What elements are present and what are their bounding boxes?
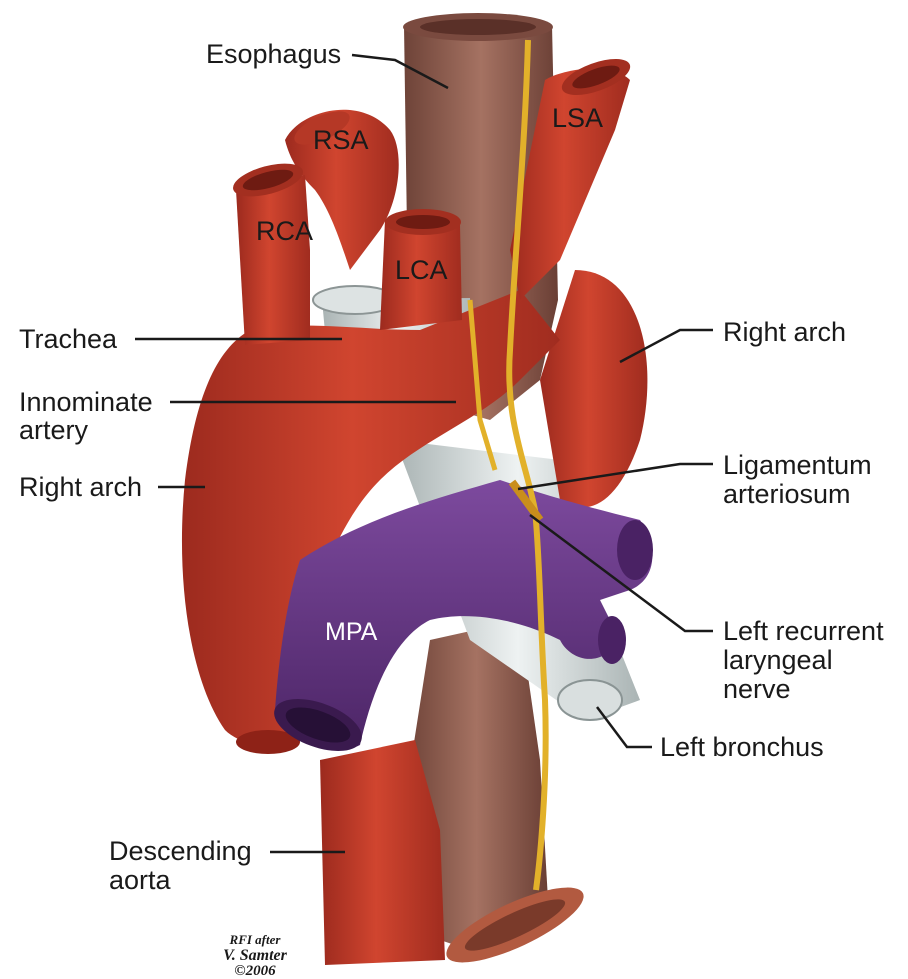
label-innominate-line1: Innominate — [19, 387, 153, 417]
label-descending-line1: Descending — [109, 836, 252, 866]
label-right-arch-right: Right arch — [723, 317, 846, 347]
label-innominate-line2: artery — [19, 415, 89, 445]
label-rca: RCA — [256, 216, 313, 246]
label-esophagus: Esophagus — [206, 39, 341, 69]
label-left-recurrent-line3: nerve — [723, 674, 791, 704]
label-lsa: LSA — [552, 103, 603, 133]
credit-line2: V. Samter — [223, 947, 288, 964]
label-rsa: RSA — [313, 125, 369, 155]
label-left-recurrent-line1: Left recurrent — [723, 616, 884, 646]
label-trachea: Trachea — [19, 324, 118, 354]
credit-line3: ©2006 — [234, 963, 276, 979]
label-right-arch-left: Right arch — [19, 472, 142, 502]
label-lca: LCA — [395, 255, 448, 285]
credit-line1: RFI after — [229, 932, 282, 947]
label-mpa: MPA — [325, 618, 378, 646]
label-ligamentum-line2: arteriosum — [723, 479, 851, 509]
label-left-bronchus: Left bronchus — [660, 732, 824, 762]
label-left-recurrent-line2: laryngeal — [723, 645, 833, 675]
label-descending-line2: aorta — [109, 865, 172, 895]
label-ligamentum-line1: Ligamentum — [723, 450, 872, 480]
